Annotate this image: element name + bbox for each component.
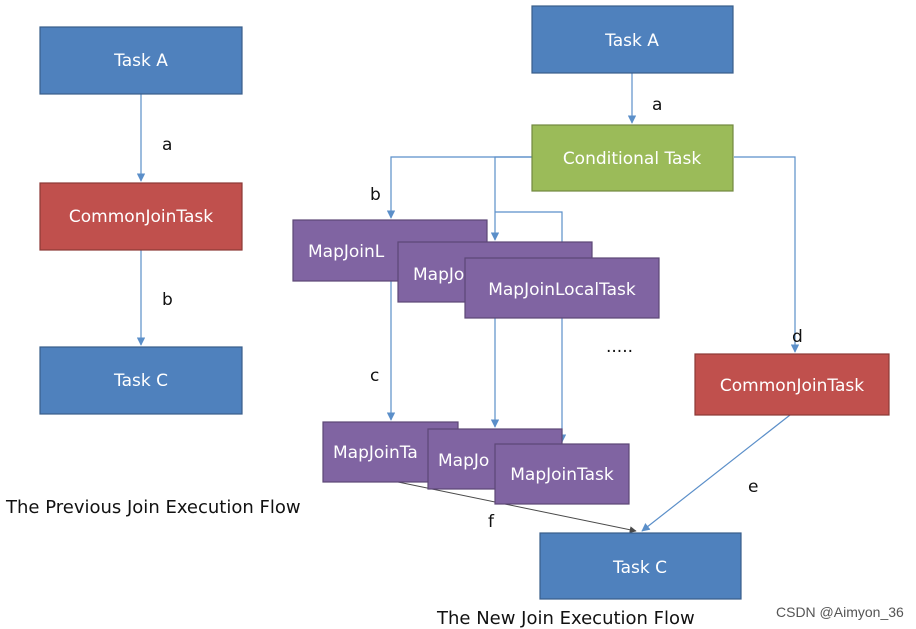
left-task-a-label: Task A [113,51,168,71]
right-edge-e-label: e [748,477,758,497]
right-task-a-node: Task A [531,5,734,74]
left-edge-a-label: a [162,135,172,155]
left-common-join-label: CommonJoinTask [69,207,213,227]
left-task-c-node: Task C [39,346,243,415]
right-edge-d-label: d [792,327,803,347]
ellipsis: ..... [606,337,633,357]
left-edge-b-label: b [162,290,173,310]
mapjoin-local-task-node-3: MapJoinLocalTask [464,257,660,319]
mapjoin-task-label-3: MapJoinTask [510,465,614,485]
right-edge-e [641,414,791,532]
conditional-task-label: Conditional Task [563,149,702,169]
right-task-a-label: Task A [604,31,659,51]
right-caption: The New Join Execution Flow [436,608,695,629]
right-edge-b-2 [490,156,532,241]
right-common-join-node: CommonJoinTask [694,353,890,416]
left-task-a-node: Task A [39,26,243,95]
right-edge-f-label: f [488,512,495,532]
mapjoin-task-label-1: MapJoinTa [333,443,418,463]
right-edge-a-label: a [652,95,662,115]
right-task-c-label: Task C [612,558,667,578]
conditional-task-node: Conditional Task [531,124,734,192]
right-common-join-label: CommonJoinTask [720,376,864,396]
right-edge-b-label: b [370,185,381,205]
mapjoin-local-task-label-3: MapJoinLocalTask [488,280,636,300]
right-edge-c-label: c [370,366,379,386]
left-common-join-node: CommonJoinTask [39,182,243,251]
right-edge-b-3 [495,211,567,257]
right-edge-b [386,156,532,219]
left-task-c-label: Task C [113,371,168,391]
watermark: CSDN @Aimyon_36 [776,604,904,620]
mapjoin-local-task-label-2: MapJo [413,265,464,285]
left-caption: The Previous Join Execution Flow [5,497,301,518]
mapjoin-local-task-label-1: MapJoinL [308,242,385,262]
right-edge-f [397,481,637,534]
right-task-c-node: Task C [539,532,742,600]
mapjoin-task-label-2: MapJo [438,451,489,471]
right-edge-d [734,156,800,353]
mapjoin-task-node-3: MapJoinTask [494,443,630,505]
